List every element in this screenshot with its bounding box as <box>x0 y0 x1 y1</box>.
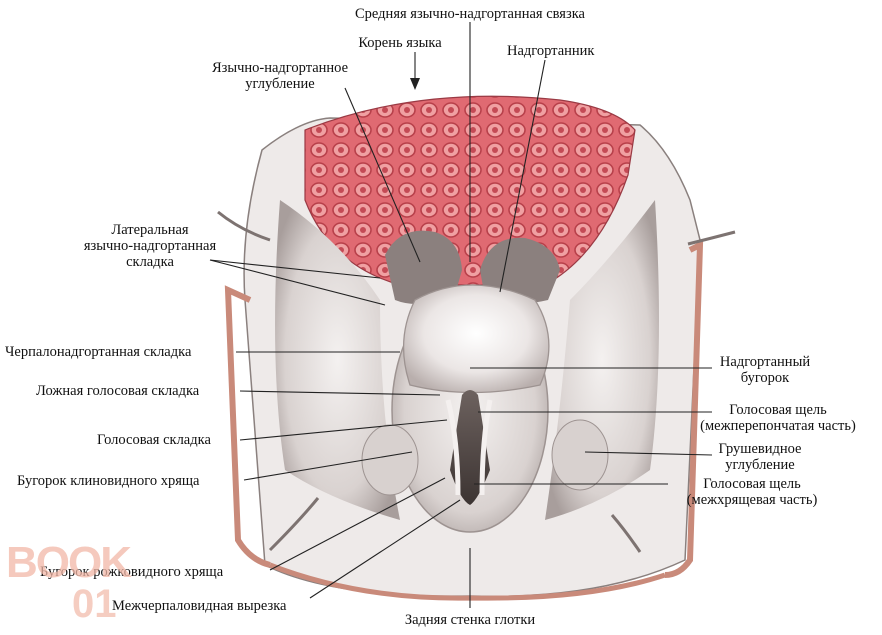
leader-cuneiform <box>243 451 413 481</box>
leader-lines <box>209 22 713 608</box>
leader-interarytenoid <box>309 499 461 599</box>
label-piriform-recess-line2: углубление <box>725 457 795 473</box>
label-aryepiglottic-fold: Черпалонадгортанная складка <box>5 344 192 360</box>
cuneiform-left <box>361 424 419 496</box>
label-tongue-root: Корень языка <box>358 35 442 51</box>
vallecula-right <box>480 237 560 304</box>
leader-lateral-fold-b <box>209 259 386 306</box>
label-lateral-fold-line2: язычно-надгортанная <box>83 238 217 254</box>
label-glottis-membranous-line2: (межперепончатая часть) <box>700 418 856 434</box>
label-cuneiform-tubercle: Бугорок клиновидного хряща <box>17 473 200 489</box>
label-false-vocal-fold: Ложная голосовая складка <box>36 383 200 399</box>
leader-epiglottis <box>499 59 546 293</box>
label-lateral-fold-line1: Латеральная <box>111 222 189 238</box>
label-vocal-fold: Голосовая складка <box>97 432 211 448</box>
epiglottis-shape <box>402 284 550 394</box>
leader-lateral-fold-a <box>209 259 381 279</box>
hook-bottom-left <box>268 497 320 552</box>
leader-vallecula <box>344 87 421 263</box>
label-interarytenoid-notch: Межчерпаловидная вырезка <box>112 598 287 614</box>
leader-false-vocal <box>239 390 441 396</box>
label-vallecula-line2: углубление <box>245 76 315 92</box>
arrow-tongue-root <box>410 78 420 90</box>
leader-vocal-fold <box>239 419 448 441</box>
label-glottis-cartilaginous-line2: (межхрящевая часть) <box>686 492 818 508</box>
pharyngeal-wall-right <box>664 240 704 578</box>
label-glottis-membranous-line1: Голосовая щель <box>729 402 827 418</box>
label-vallecula-line1: Язычно-надгортанное <box>211 60 349 76</box>
vocal-fold-left-shape <box>445 399 461 496</box>
cuneiform-right <box>551 419 609 491</box>
leader-piriform <box>584 451 713 456</box>
watermark-line2: 01 <box>72 582 117 626</box>
label-posterior-wall: Задняя стенка глотки <box>404 612 536 628</box>
label-median-ligament: Средняя язычно-надгортанная связка <box>355 6 585 22</box>
label-epiglottic-tubercle-line1: Надгортанный <box>719 354 811 370</box>
label-epiglottis: Надгортанник <box>507 43 595 59</box>
label-glottis-cartilaginous-line1: Голосовая щель <box>703 476 801 492</box>
label-lateral-fold-line3: складка <box>126 254 174 270</box>
hook-bottom-right <box>610 514 642 553</box>
hook-top-right <box>687 230 736 246</box>
vallecula-left <box>385 230 462 304</box>
leader-corniculate <box>269 477 446 571</box>
pharyngeal-wall-left <box>224 285 271 568</box>
label-corniculate-tubercle: Бугорок рожковидного хряща <box>40 564 224 580</box>
hook-top-left <box>217 210 271 242</box>
label-epiglottic-tubercle-line2: бугорок <box>740 370 790 386</box>
label-piriform-recess-line1: Грушевидное <box>718 441 802 457</box>
watermark-line1: BOOK <box>6 538 132 587</box>
